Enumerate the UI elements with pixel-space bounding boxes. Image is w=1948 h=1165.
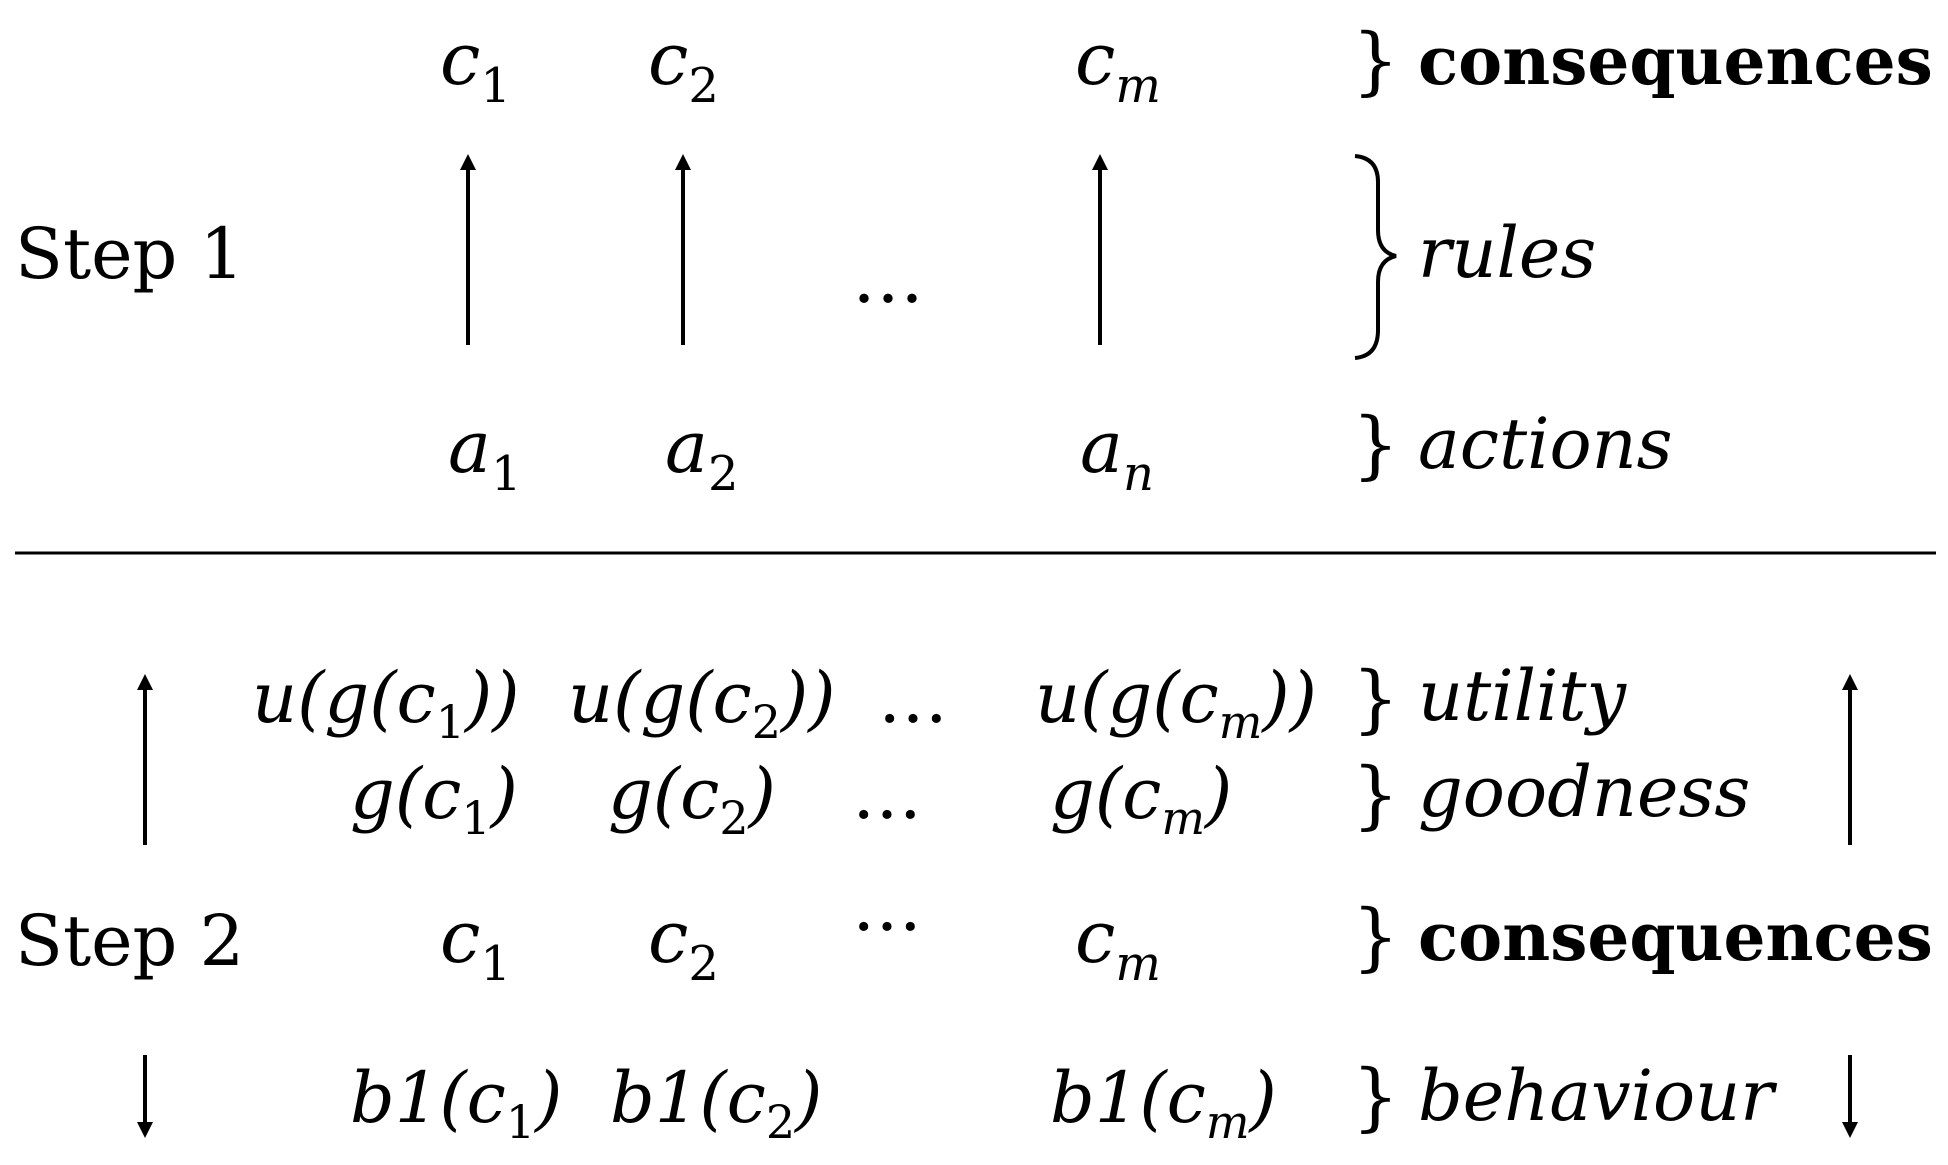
step1-label: Step 1 xyxy=(15,213,244,295)
step2-utility-ellipsis: … xyxy=(878,657,948,739)
step2-consequences-row: c1 c2 cm } consequences xyxy=(440,894,1933,992)
step1-consequences-brace: } xyxy=(1352,18,1399,104)
step2-c1: c1 xyxy=(440,895,511,992)
step1-actions-label: actions xyxy=(1418,403,1673,485)
step2-behaviour-1: b1(c1) xyxy=(350,1057,562,1149)
step2-goodness-2: g(c2) xyxy=(608,753,776,845)
step2-utility-m: u(g(cm)) xyxy=(1035,657,1317,749)
step1-actions-brace: } xyxy=(1352,402,1399,488)
step1-ellipsis: … xyxy=(852,235,924,319)
step2-c2: c2 xyxy=(648,895,719,992)
step2-goodness-ellipsis: … xyxy=(852,753,922,835)
step2-goodness-brace: } xyxy=(1352,752,1399,838)
step1-consequences-row: c1 c2 cm } consequences xyxy=(440,17,1933,114)
step1-actions-row: a1 a2 an } actions xyxy=(448,402,1673,502)
step1-cm: cm xyxy=(1075,17,1161,114)
step2-consequences-brace: } xyxy=(1352,894,1399,980)
step2-goodness-row: g(c1) g(c2) … g(cm) } goodness xyxy=(350,751,1750,845)
step2-behaviour-brace: } xyxy=(1352,1054,1399,1140)
step2-behaviour-2: b1(c2) xyxy=(610,1057,822,1149)
step1-a2: a2 xyxy=(665,405,738,502)
step1-c1: c1 xyxy=(440,17,511,114)
step2-utility-row: u(g(c1)) u(g(c2)) … u(g(cm)) } utility xyxy=(252,655,1628,749)
step1-an: an xyxy=(1080,405,1154,502)
step2-consequences-label: consequences xyxy=(1418,898,1933,976)
step2-goodness-m: g(cm) xyxy=(1050,753,1232,845)
step2-utility-label: utility xyxy=(1418,655,1628,737)
step2-goodness-label: goodness xyxy=(1418,751,1750,833)
step2-utility-brace: } xyxy=(1352,656,1399,742)
step2-behaviour-row: b1(c1) b1(c2) b1(cm) } behaviour xyxy=(350,1054,1777,1149)
step1-consequences-label: consequences xyxy=(1418,22,1933,100)
step2-utility-1: u(g(c1)) xyxy=(252,657,520,749)
step2-goodness-1: g(c1) xyxy=(350,753,518,845)
step1-rules-label: rules xyxy=(1418,212,1596,294)
step2-cm: cm xyxy=(1075,895,1161,992)
step1-c2: c2 xyxy=(648,17,719,114)
step2-label: Step 2 xyxy=(15,900,244,982)
step2-consequences-ellipsis: … xyxy=(852,865,922,947)
step1-rules-brace xyxy=(1354,154,1397,360)
step2-behaviour-label: behaviour xyxy=(1418,1055,1777,1137)
step2-utility-2: u(g(c2)) xyxy=(568,657,836,749)
step1-a1: a1 xyxy=(448,405,521,502)
step2-behaviour-m: b1(cm) xyxy=(1050,1057,1277,1149)
